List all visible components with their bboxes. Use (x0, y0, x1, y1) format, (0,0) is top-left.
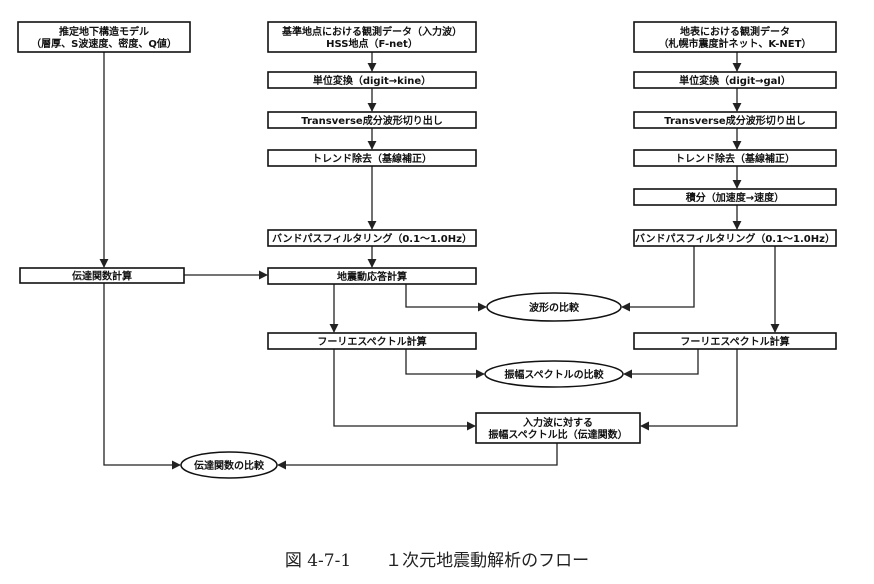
box-frame (475, 412, 641, 444)
box-frame (19, 267, 185, 284)
connector-arrow (640, 349, 738, 431)
box-label: 積分（加速度→速度） (685, 191, 784, 204)
box-fourier-l: フーリエスペクトル計算 (267, 332, 477, 350)
box-frame (267, 149, 477, 167)
box-label: トレンド除去（基線補正） (675, 152, 795, 165)
box-label: Transverse成分波形切り出し (664, 114, 805, 127)
box-label: （層厚、S波速度、密度、Q値） (31, 37, 177, 50)
box-trans-r: Transverse成分波形切り出し (633, 111, 837, 129)
box-hss-in: 基準地点における観測データ（入力波）HSS地点（F-net） (267, 21, 477, 53)
box-frame (17, 21, 191, 53)
box-label: バンドパスフィルタリング（0.1～1.0Hz） (635, 232, 835, 245)
box-label: 伝達関数計算 (72, 270, 132, 283)
box-surf-in: 地表における観測データ（札幌市震度計ネット、K-NET） (633, 21, 837, 53)
ellipse-frame (484, 360, 624, 388)
box-label: トレンド除去（基線補正） (312, 152, 432, 165)
box-frame (267, 111, 477, 129)
box-frame (633, 229, 837, 247)
box-fourier-r: フーリエスペクトル計算 (633, 332, 837, 350)
connector-arrow (277, 443, 558, 470)
box-label: 推定地下構造モデル (59, 25, 149, 38)
box-label: 基準地点における観測データ（入力波） (281, 25, 462, 38)
box-frame (633, 149, 837, 167)
box-label: 地表における観測データ (680, 25, 790, 38)
box-label: （札幌市震度計ネット、K-NET） (659, 37, 812, 50)
box-frame (633, 332, 837, 350)
box-frame (267, 21, 477, 53)
box-trend-l: トレンド除去（基線補正） (267, 149, 477, 167)
connector-arrow (405, 284, 487, 312)
connector-arrow (333, 349, 476, 431)
ellipse-frame (486, 292, 622, 322)
ellipse-cmp-amp: 振幅スペクトルの比較 (484, 360, 624, 388)
ellipse-label: 振幅スペクトルの比較 (504, 368, 604, 381)
ellipse-label: 伝達関数の比較 (194, 459, 265, 472)
box-label: Transverse成分波形切り出し (301, 114, 442, 127)
figure-caption: 図 4-7-1 １次元地震動解析のフロー (285, 551, 589, 571)
connectors (99, 52, 780, 470)
box-band-r: バンドパスフィルタリング（0.1～1.0Hz） (633, 229, 837, 247)
box-label: 単位変換（digit→kine） (313, 74, 431, 87)
box-label: 単位変換（digit→gal） (679, 74, 791, 87)
box-model: 推定地下構造モデル（層厚、S波速度、密度、Q値） (17, 21, 191, 53)
box-label: フーリエスペクトル計算 (680, 335, 789, 348)
box-unit-gal: 単位変換（digit→gal） (633, 71, 837, 89)
connector-arrow (621, 246, 695, 312)
ellipse-label: 波形の比較 (529, 301, 580, 314)
box-label: 地震動応答計算 (337, 270, 407, 283)
box-band-l: バンドパスフィルタリング（0.1～1.0Hz） (267, 229, 477, 247)
box-label: 入力波に対する (523, 416, 593, 429)
box-frame (633, 111, 837, 129)
box-label: バンドパスフィルタリング（0.1～1.0Hz） (272, 232, 472, 245)
box-trend-r: トレンド除去（基線補正） (633, 149, 837, 167)
connector-arrow (103, 283, 181, 470)
box-label: 振幅スペクトル比（伝達関数） (488, 428, 627, 441)
box-integ: 積分（加速度→速度） (633, 188, 837, 206)
box-frame (633, 188, 837, 206)
box-trans-l: Transverse成分波形切り出し (267, 111, 477, 129)
connector-arrow (623, 349, 699, 379)
nodes: 推定地下構造モデル（層厚、S波速度、密度、Q値） 基準地点における観測データ（入力… (17, 21, 837, 479)
ellipse-cmp-wave: 波形の比較 (486, 292, 622, 322)
box-frame (267, 229, 477, 247)
ellipse-cmp-tf: 伝達関数の比較 (180, 451, 278, 479)
connector-arrow (405, 349, 485, 379)
box-unit-kine: 単位変換（digit→kine） (267, 71, 477, 89)
box-transfer: 伝達関数計算 (19, 267, 185, 284)
box-label: フーリエスペクトル計算 (317, 335, 426, 348)
box-frame (633, 21, 837, 53)
box-frame (267, 332, 477, 350)
ellipse-frame (180, 451, 278, 479)
box-frame (267, 267, 477, 285)
box-frame (267, 71, 477, 89)
box-frame (633, 71, 837, 89)
box-label: HSS地点（F-net） (326, 37, 418, 50)
box-response: 地震動応答計算 (267, 267, 477, 285)
